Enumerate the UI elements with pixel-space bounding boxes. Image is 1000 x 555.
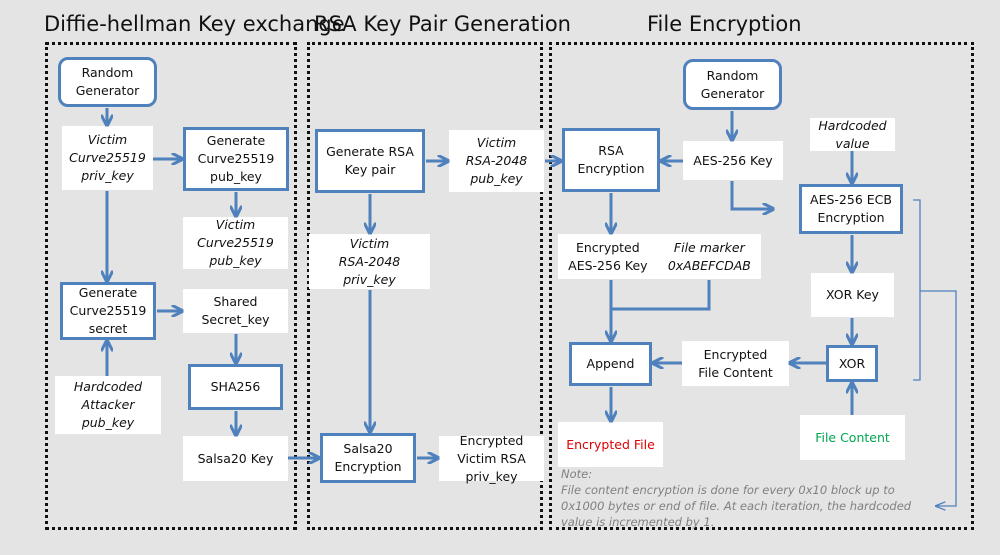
label-line: Victim [215, 217, 256, 232]
label-line: Curve25519 [197, 235, 274, 250]
note: Note: File content encryption is done fo… [561, 466, 941, 530]
label-line: Random [706, 67, 759, 83]
label-line: pub_key [209, 253, 262, 268]
dh-sha256: SHA256 [188, 364, 283, 410]
label-line: RSA-2048 [465, 153, 528, 168]
label-line: Victim [476, 135, 517, 150]
label-line: Generate [206, 133, 266, 148]
label-line: Generator [75, 83, 140, 98]
label-line: Encrypted File [566, 436, 655, 452]
label-line: Curve25519 [69, 303, 147, 318]
section-title-rsa-key-pair: RSA Key Pair Generation [314, 12, 571, 36]
file-xor: XOR [826, 345, 878, 382]
label-line: Encryption [817, 210, 885, 225]
label-line: File marker [673, 239, 745, 255]
file-encrypted-file: Encrypted File [558, 422, 663, 467]
label-line: pub_key [210, 169, 262, 184]
label-line: Hardcoded [818, 117, 887, 133]
label-line: Shared [213, 294, 258, 309]
label-line: File Content [698, 364, 773, 380]
file-xor-key: XOR Key [811, 273, 894, 317]
note-text: File content encryption is done for ever… [561, 483, 912, 529]
dh-salsa20-key: Salsa20 Key [183, 436, 288, 481]
label-line: RSA [598, 143, 624, 158]
note-label: Note: [561, 467, 593, 481]
label-line: Salsa20 Key [197, 450, 274, 466]
label-line: Victim [87, 132, 128, 147]
label-line: File Content [815, 429, 890, 445]
label-line: priv_key [343, 271, 396, 287]
label-line: priv_key [465, 468, 518, 484]
section-title-diffie-hellman: Diffie-hellman Key exchange [44, 12, 345, 36]
file-aes-256-key: AES-256 Key [683, 141, 783, 180]
label-line: pub_key [81, 415, 135, 430]
label-line: Encrypted [459, 432, 524, 448]
label-line: Attacker [81, 397, 135, 412]
label-line: Encryption [334, 459, 402, 474]
label-line: Victim [349, 235, 390, 251]
file-append: Append [569, 342, 652, 386]
label-line: RSA-2048 [338, 253, 401, 269]
label-line: SHA256 [210, 379, 261, 394]
label-line: Curve25519 [69, 150, 146, 165]
label-line: Victim RSA [457, 450, 526, 466]
label-line: Append [586, 356, 635, 371]
label-line: Encryption [577, 161, 645, 176]
label-line: Hardcoded [73, 379, 143, 394]
label-line: pub_key [470, 171, 523, 186]
label-line: Random [81, 65, 134, 80]
section-rsa-key-pair [307, 42, 543, 530]
file-hardcoded-value: Hardcoded value [810, 118, 895, 151]
label-line: AES-256 ECB [810, 192, 892, 207]
label-line: secret [88, 321, 128, 336]
label-line: Encrypted [575, 239, 640, 255]
label-line: value [835, 135, 870, 151]
file-marker: File marker 0xABEFCDAB [668, 239, 751, 275]
label-line: AES-256 Key [568, 257, 648, 273]
label-line: Generate [78, 285, 138, 300]
label-line: priv_key [81, 168, 134, 183]
label-line: AES-256 Key [693, 152, 773, 168]
section-diffie-hellman [45, 42, 297, 530]
section-title-file-encryption: File Encryption [647, 12, 802, 36]
label-line: Key pair [344, 162, 396, 177]
label-line: Generator [700, 85, 765, 101]
label-line: 0xABEFCDAB [667, 257, 751, 273]
file-aes-256-ecb-encryption: AES-256 ECB Encryption [799, 184, 903, 234]
label-line: Encrypted [703, 346, 768, 362]
label-line: XOR [838, 355, 866, 371]
file-content: File Content [800, 415, 905, 460]
rsa-generate-key-pair: Generate RSA Key pair [315, 129, 425, 193]
label-line: Curve25519 [197, 151, 275, 166]
label-line: Salsa20 [343, 441, 393, 456]
label-line: Secret_key [201, 312, 270, 327]
section-file-encryption [549, 42, 974, 530]
label-line: Generate RSA [326, 144, 414, 159]
file-rsa-encryption: RSA Encryption [562, 128, 660, 192]
label-line: XOR Key [826, 287, 879, 302]
